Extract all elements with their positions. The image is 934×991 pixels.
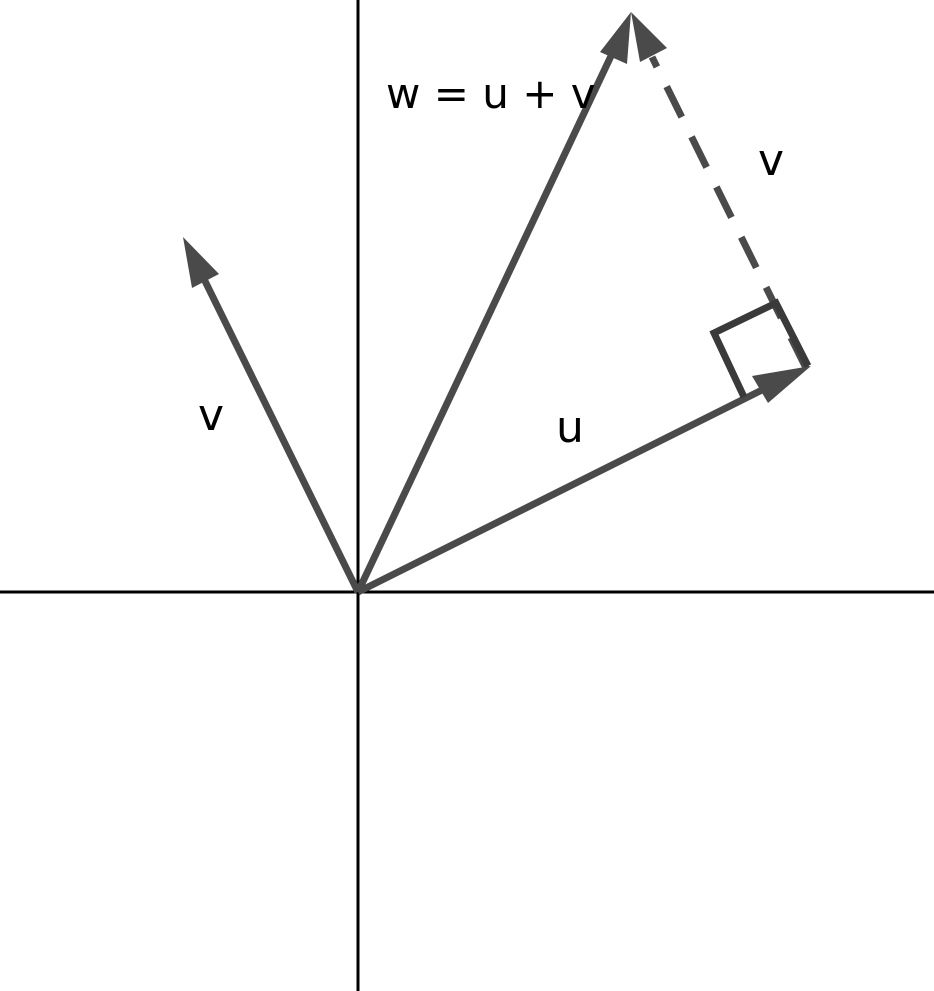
vector-u-shaft [356, 386, 764, 596]
right-angle-marker [709, 298, 812, 399]
vector-u-arrowhead [752, 366, 811, 403]
vector-v-shaft [200, 277, 362, 594]
label-u: u [556, 402, 584, 453]
vector-v-arrowhead [183, 237, 219, 288]
label-w-equation: w = u + v [386, 69, 596, 118]
vector-v-dashed-arrowhead [631, 12, 667, 62]
vector-w-arrowhead [600, 12, 631, 64]
label-v-left: v [198, 390, 224, 441]
vector-w-shaft [354, 54, 615, 594]
label-v-dashed: v [758, 135, 784, 186]
